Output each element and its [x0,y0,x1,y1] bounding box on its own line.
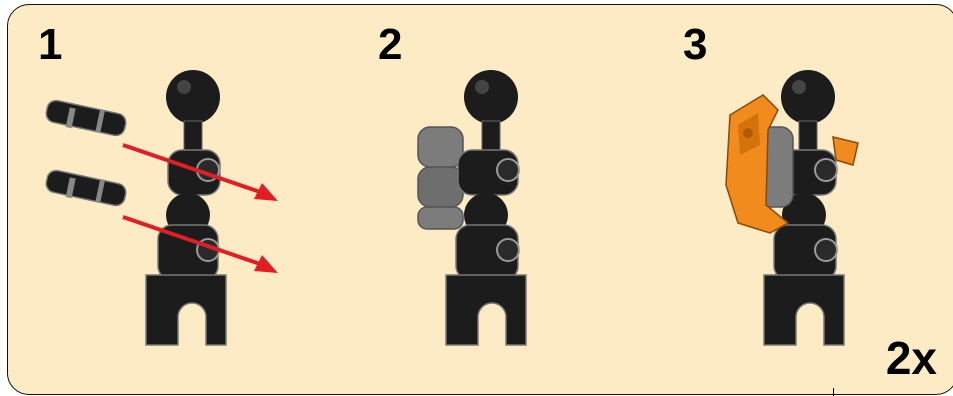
quantity-multiplier: 2x [886,335,937,381]
step-2-number: 2 [378,23,402,67]
joint-arm-part [146,70,226,345]
gray-pin-assembly [418,127,463,229]
page-tick-mark [833,388,834,396]
step-1-illustration [28,55,298,355]
connector-pin-top [45,99,128,137]
step-2-illustration [408,55,558,355]
step-3-number: 3 [683,23,707,67]
instruction-panel: 1 [7,4,953,395]
step-3-illustration [708,55,868,355]
connector-pin-bottom [45,169,128,207]
